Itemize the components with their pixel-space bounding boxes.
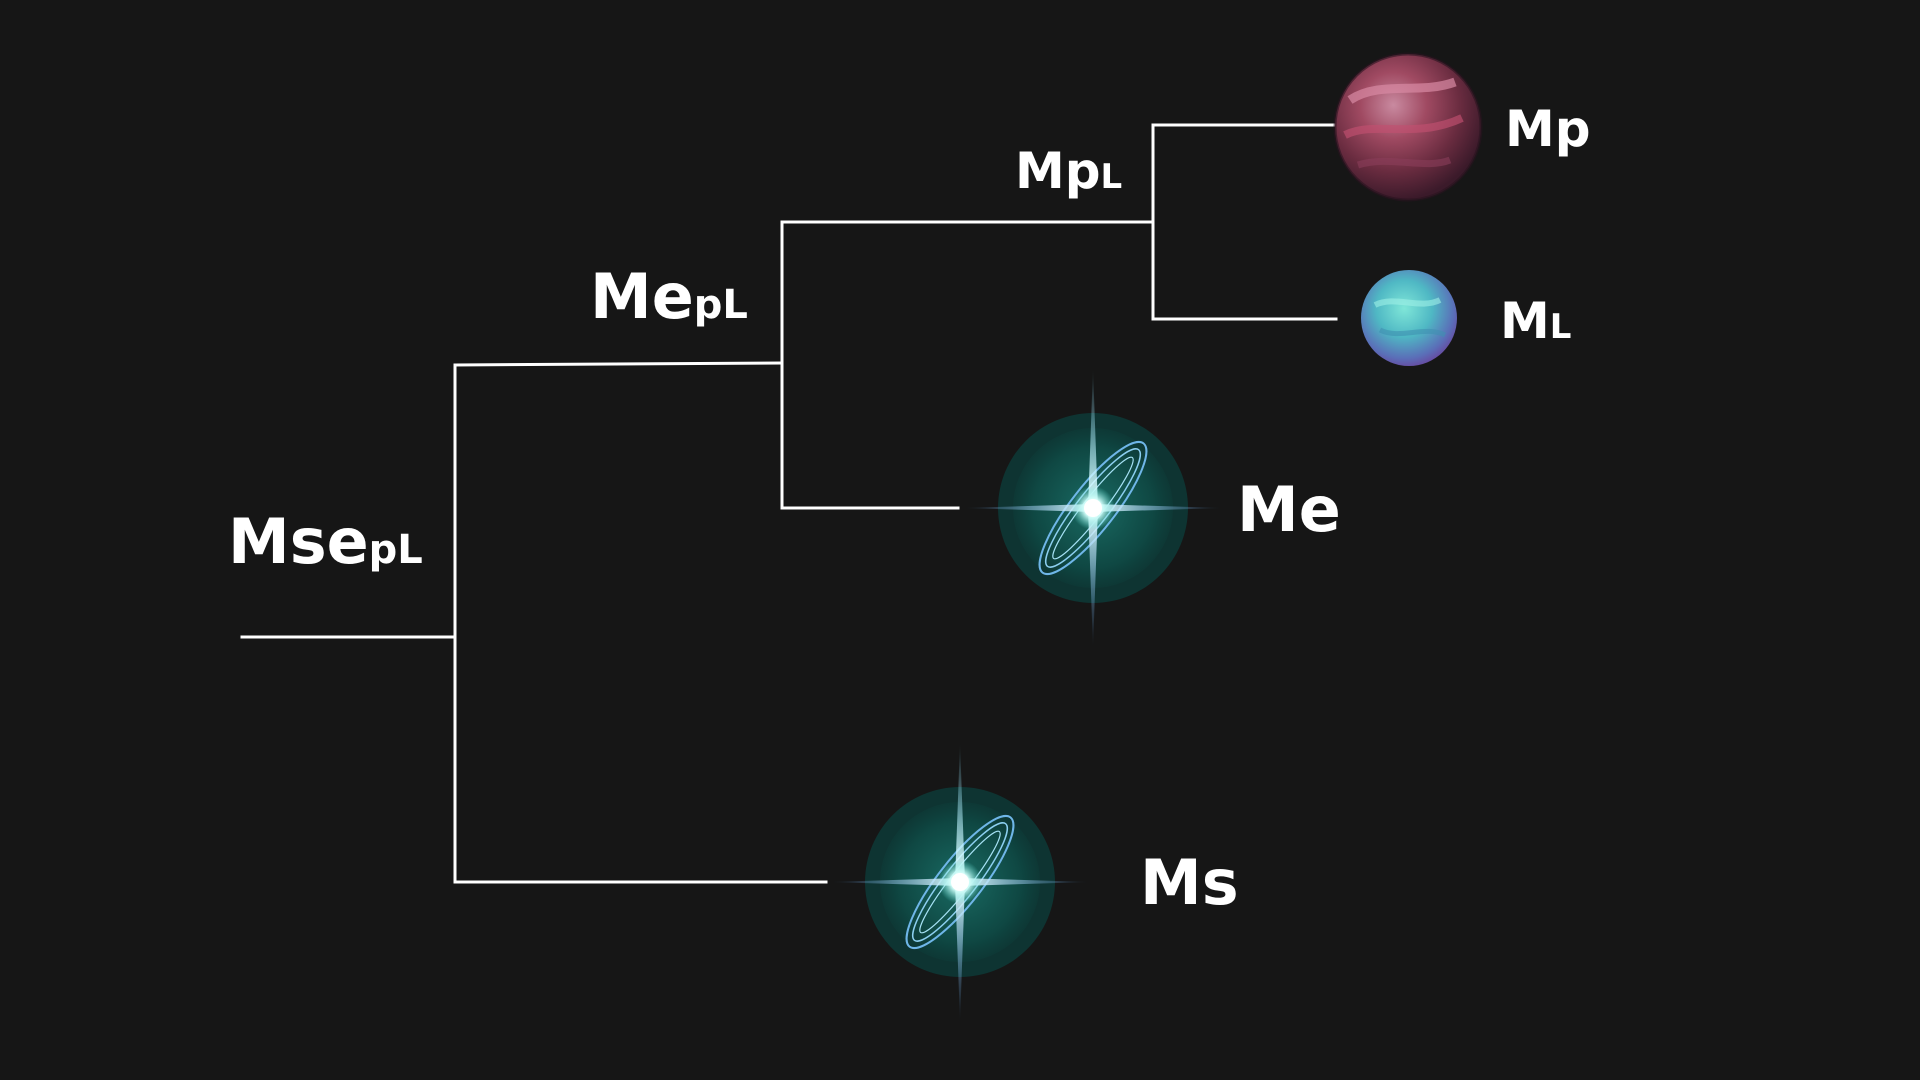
me-label: Me [1237, 473, 1341, 546]
mp-label: Mp [1505, 100, 1591, 158]
tree-lines [240, 123, 1338, 884]
teal-planet-icon [1361, 270, 1457, 366]
mepl-label: MepL [590, 260, 748, 333]
star-ring-icon [829, 741, 1091, 1023]
ml-label: ML [1500, 292, 1571, 350]
star-ring-icon [962, 367, 1224, 649]
mpl-label: MpL [1015, 142, 1122, 200]
branch-to-mepl [453, 361, 784, 367]
root-label: MsepL [228, 505, 423, 578]
ms-label: Ms [1140, 846, 1239, 919]
red-planet-icon [1333, 52, 1483, 202]
